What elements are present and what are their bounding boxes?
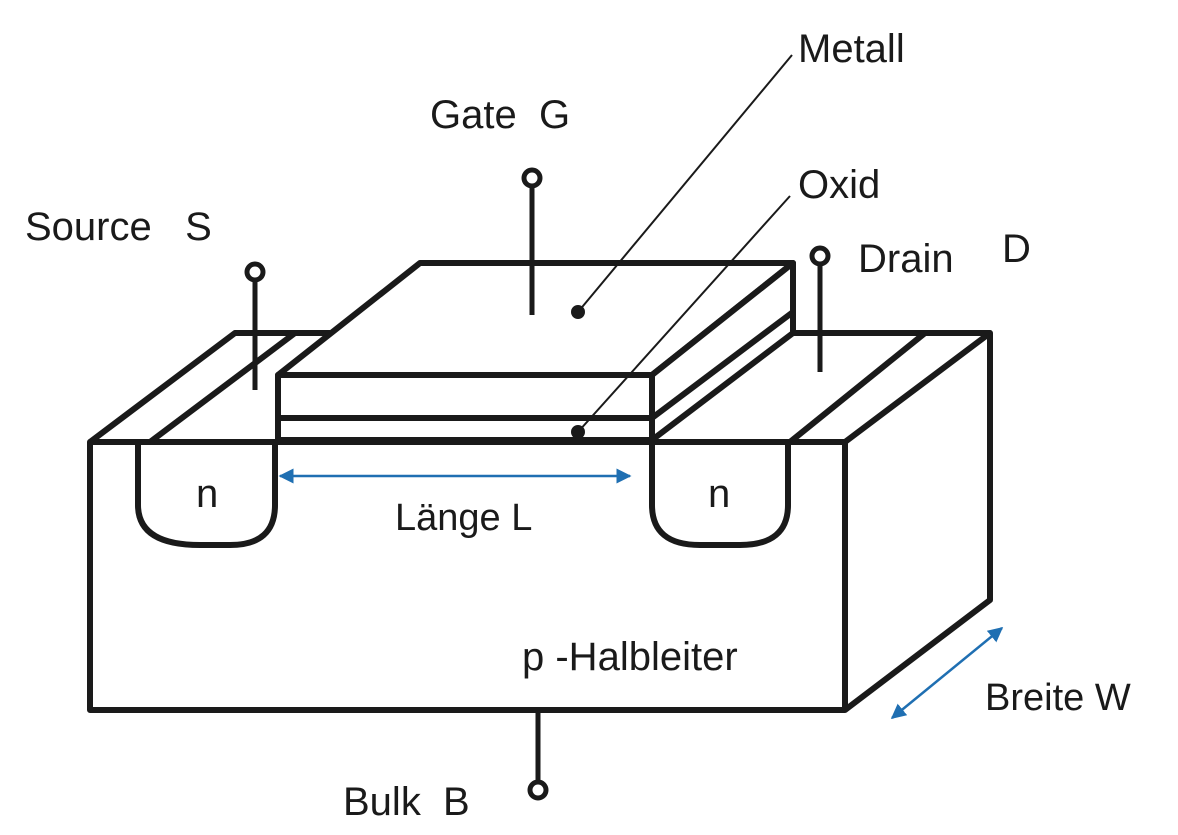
leader-lines <box>571 54 793 439</box>
label-n-right: n <box>708 472 730 516</box>
label-oxid: Oxid <box>798 163 880 207</box>
label-n-left: n <box>196 472 218 516</box>
terminals <box>244 167 831 801</box>
label-breite: Breite W <box>985 677 1131 719</box>
label-halbleiter: p -Halbleiter <box>522 635 738 679</box>
drain-terminal-icon <box>809 245 831 267</box>
oxid-marker-dot <box>571 425 585 439</box>
label-drain: Drain <box>858 237 954 281</box>
dimension-arrows <box>278 468 1004 719</box>
label-drain-letter: D <box>1002 227 1031 271</box>
label-bulk: Bulk B <box>343 780 470 824</box>
gate-stack <box>275 260 796 443</box>
label-metall: Metall <box>798 27 905 71</box>
n-well-right <box>649 445 791 548</box>
label-gate: Gate G <box>430 93 570 137</box>
metall-marker-dot <box>571 305 585 319</box>
n-well-left <box>135 445 278 548</box>
label-source: Source S <box>25 205 212 249</box>
n-wells <box>135 445 791 548</box>
gate-terminal-icon <box>521 167 543 189</box>
width-arrow <box>890 627 1004 719</box>
source-terminal-icon <box>244 261 266 283</box>
label-laenge: Länge L <box>395 497 532 539</box>
bulk-terminal-icon <box>527 779 549 801</box>
